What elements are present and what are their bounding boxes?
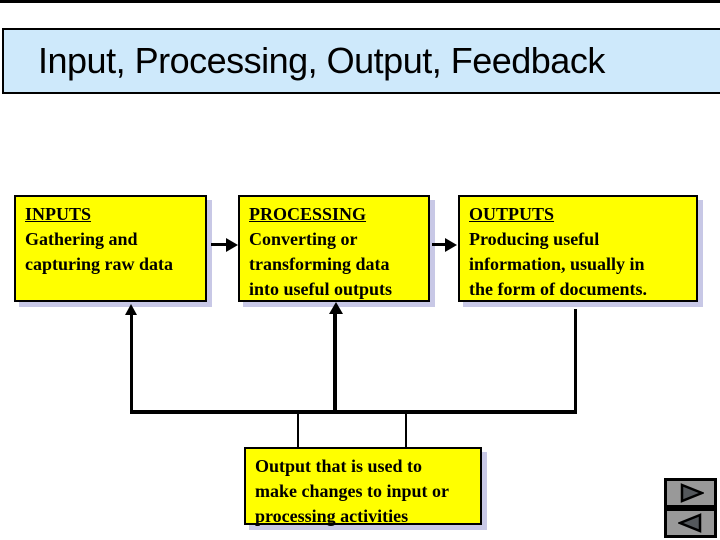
feedback-horizontal-line (130, 410, 577, 414)
arrowhead-right-icon (226, 238, 238, 252)
processing-heading: PROCESSING (249, 204, 367, 224)
feedback-box-left-connector (297, 413, 299, 448)
outputs-heading: OUTPUTS (469, 204, 555, 224)
page-title: Input, Processing, Output, Feedback (38, 40, 605, 81)
feedback-middle-vertical-line (333, 313, 337, 413)
left-triangle-icon (677, 513, 701, 533)
slide-title-bar: Input, Processing, Output, Feedback (2, 28, 720, 94)
inputs-heading: INPUTS (25, 204, 92, 224)
next-slide-button[interactable] (664, 478, 717, 508)
arrowhead-up-icon (329, 302, 343, 314)
arrow-shaft (432, 243, 446, 246)
feedback-box-right-connector (405, 413, 407, 448)
previous-slide-button[interactable] (664, 508, 717, 538)
outputs-to-feedback-line (574, 309, 577, 413)
top-border-strip (0, 0, 720, 3)
arrowhead-up-icon (125, 304, 137, 315)
feedback-left-vertical-line (130, 314, 133, 413)
arrow-shaft (211, 243, 227, 246)
right-triangle-icon (680, 483, 704, 503)
arrowhead-right-icon (445, 238, 457, 252)
